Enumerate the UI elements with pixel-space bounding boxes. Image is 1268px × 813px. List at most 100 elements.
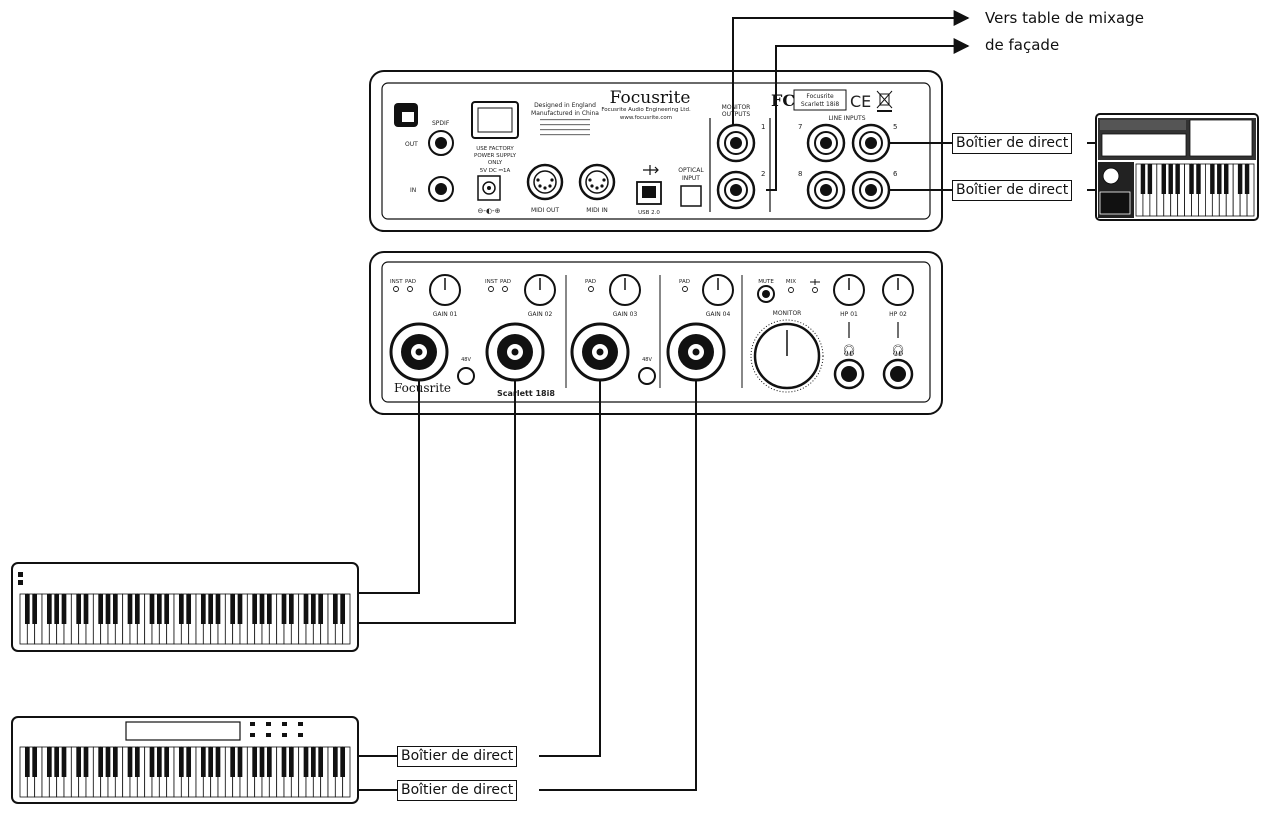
fcc-logo: FC	[771, 91, 795, 110]
usb-led-icon	[810, 279, 820, 293]
black-key	[266, 747, 272, 777]
black-key	[259, 747, 265, 777]
monitor-volume-knob	[750, 319, 824, 393]
power-note-2: POWER SUPPLY	[474, 153, 517, 159]
black-key	[164, 747, 170, 777]
model-plate-1: Focusrite	[806, 93, 834, 100]
black-key	[76, 747, 82, 777]
black-key	[318, 747, 324, 777]
black-key	[252, 594, 258, 624]
black-key	[164, 594, 170, 624]
spdif-in-label: IN	[410, 187, 416, 194]
xlr-combo-input-4	[666, 322, 726, 382]
designed-line-1: Designed in England	[534, 102, 596, 109]
line-input-5-num: 5	[893, 123, 897, 131]
midi-out-port	[526, 163, 564, 201]
gain-01-knob	[429, 274, 461, 306]
black-key	[215, 747, 221, 777]
monitor-output-2-jack	[716, 170, 756, 210]
keyboard-1	[11, 562, 359, 652]
kensington-lock-icon	[394, 103, 418, 127]
black-key	[156, 747, 162, 777]
black-key	[98, 594, 104, 624]
monitor-outputs-label-1: MONITOR	[722, 104, 751, 111]
optical-label-2: INPUT	[682, 175, 700, 182]
black-key	[340, 594, 346, 624]
gain-02-knob	[524, 274, 556, 306]
front-brand: Focusrite	[394, 381, 451, 395]
power-note-1: USE FACTORY	[476, 146, 514, 152]
line-input-7-num: 7	[798, 123, 802, 131]
optical-port	[680, 185, 702, 207]
black-key	[134, 594, 140, 624]
spdif-out-label: OUT	[405, 141, 418, 148]
cable-input-1	[358, 380, 420, 594]
power-switch	[471, 101, 519, 139]
black-key	[200, 747, 206, 777]
cable-input-3	[539, 380, 601, 757]
line-input-6-num: 6	[893, 170, 898, 178]
spdif-in-jack	[428, 176, 454, 202]
dc-power-jack: ⊖-◐-⊕	[477, 175, 501, 215]
black-key	[1175, 164, 1180, 194]
cable-input-2	[358, 380, 516, 624]
black-key	[237, 594, 243, 624]
black-key	[215, 594, 221, 624]
ch1-pad-label: PAD	[405, 279, 416, 285]
ch34-48v-label: 48V	[642, 357, 652, 363]
xlr-combo-input-1	[389, 322, 449, 382]
usb-label: USB 2.0	[638, 210, 660, 216]
black-key	[98, 747, 104, 777]
ch1-pad-led	[407, 286, 413, 292]
rear-brand-sub: Focusrite Audio Engineering Ltd.	[601, 107, 691, 113]
black-key	[303, 747, 309, 777]
ch12-48v-label: 48V	[461, 357, 471, 363]
usb-icon	[643, 165, 659, 175]
black-key	[54, 747, 60, 777]
front-panel: INST PAD GAIN 01 48V Focusrite INST PAD …	[369, 251, 943, 415]
black-key	[1244, 164, 1250, 194]
gain-03-label: GAIN 03	[613, 311, 638, 318]
black-key	[208, 747, 214, 777]
midi-in-label: MIDI IN	[586, 207, 608, 214]
line-inputs-label: LINE INPUTS	[828, 115, 865, 122]
spdif-out-jack	[428, 130, 454, 156]
hp-01-label: HP 01	[840, 311, 858, 318]
gain-02-label: GAIN 02	[528, 311, 553, 318]
di-box-label-2: Boîtier de direct	[952, 180, 1073, 201]
black-key	[32, 594, 38, 624]
black-key	[208, 594, 214, 624]
rear-panel: SPDIF OUT IN USE FACTORY POWER SUPPLY ON…	[369, 70, 943, 232]
di-box-label-3: Boîtier de direct	[397, 746, 518, 767]
black-key	[186, 747, 192, 777]
black-key	[266, 594, 272, 624]
black-key	[127, 747, 133, 777]
black-key	[76, 594, 82, 624]
black-key	[318, 594, 324, 624]
monitor-output-1-jack	[716, 123, 756, 163]
black-key	[1224, 164, 1229, 194]
ch4-pad-led	[682, 286, 688, 292]
hp-02-label: HP 02	[889, 311, 907, 318]
ch1-inst-led	[393, 286, 399, 292]
rear-brand: Focusrite	[610, 88, 691, 108]
monitor-output-1-num: 1	[761, 123, 765, 131]
gain-04-knob	[702, 274, 734, 306]
black-key	[237, 747, 243, 777]
black-key	[252, 747, 258, 777]
midi-in-port	[578, 163, 616, 201]
black-key	[288, 594, 294, 624]
black-key	[149, 594, 155, 624]
ch34-48v-button	[638, 367, 656, 385]
black-key	[178, 594, 184, 624]
black-key	[105, 594, 111, 624]
black-key	[83, 747, 89, 777]
xlr-combo-input-3	[570, 322, 630, 382]
black-key	[1237, 164, 1243, 194]
headphones-1-icon: 🎧︎	[842, 344, 856, 357]
rear-website: www.focusrite.com	[620, 115, 672, 121]
black-key	[105, 747, 111, 777]
monitor-label: MONITOR	[773, 310, 802, 317]
